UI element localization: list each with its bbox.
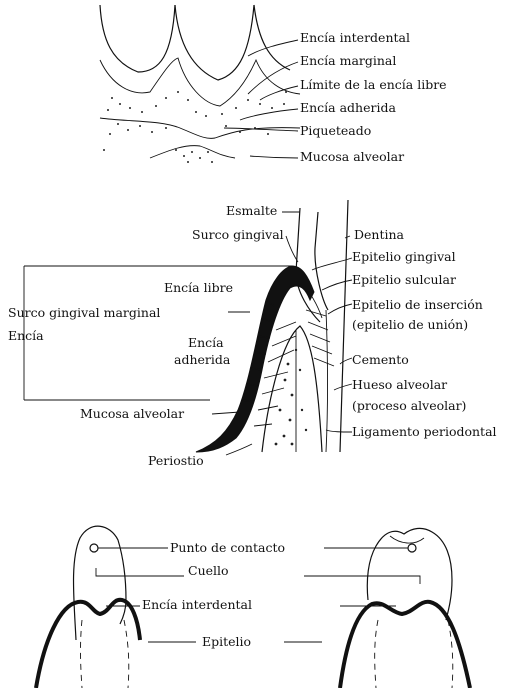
label-cemento: Cemento	[352, 353, 409, 367]
label-periostio: Periostio	[148, 454, 204, 468]
label-encia: Encía	[8, 329, 44, 343]
label-encia-adherida: Encía adherida	[300, 101, 396, 115]
label-encia-adherida-2: adherida	[174, 353, 230, 367]
panel1-teeth	[100, 5, 290, 80]
label-mucosa-alveolar-top: Mucosa alveolar	[300, 150, 404, 164]
panel2-tooth	[296, 200, 348, 452]
label-punto-contacto: Punto de contacto	[170, 541, 285, 555]
panel3-gingiva	[36, 600, 470, 688]
label-encia-interdental-bottom: Encía interdental	[142, 598, 252, 612]
label-limite-encia-libre: Límite de la encía libre	[300, 78, 447, 92]
label-encia-marginal: Encía marginal	[300, 54, 396, 68]
label-surco-gingival-marginal: Surco gingival marginal	[8, 306, 160, 320]
label-proceso-alveolar: (proceso alveolar)	[352, 399, 466, 413]
label-mucosa-alveolar: Mucosa alveolar	[80, 407, 184, 421]
label-epitelio-sulcular: Epitelio sulcular	[352, 273, 456, 287]
label-epitelio-gingival: Epitelio gingival	[352, 250, 456, 264]
label-cuello: Cuello	[188, 564, 229, 578]
label-epitelio-insercion: Epitelio de inserción	[352, 298, 483, 312]
panel1-leader-lines	[224, 40, 298, 158]
label-encia-interdental: Encía interdental	[300, 31, 410, 45]
label-ligamento-periodontal: Ligamento periodontal	[352, 425, 497, 439]
label-epitelio: Epitelio	[202, 635, 251, 649]
panel2-bone	[262, 326, 322, 452]
panel1-stippling-dots	[103, 91, 287, 163]
label-piqueteado: Piqueteado	[300, 124, 371, 138]
label-surco-gingival: Surco gingival	[192, 228, 284, 242]
label-dentina: Dentina	[354, 228, 404, 242]
label-encia-libre: Encía libre	[164, 281, 233, 295]
label-esmalte: Esmalte	[226, 204, 277, 218]
panel3-leader-lines	[96, 548, 420, 642]
label-hueso-alveolar: Hueso alveolar	[352, 378, 447, 392]
panel2-leader-lines	[212, 212, 352, 455]
label-epitelio-union: (epitelio de unión)	[352, 318, 468, 332]
label-encia-adherida-1: Encía	[188, 336, 224, 350]
